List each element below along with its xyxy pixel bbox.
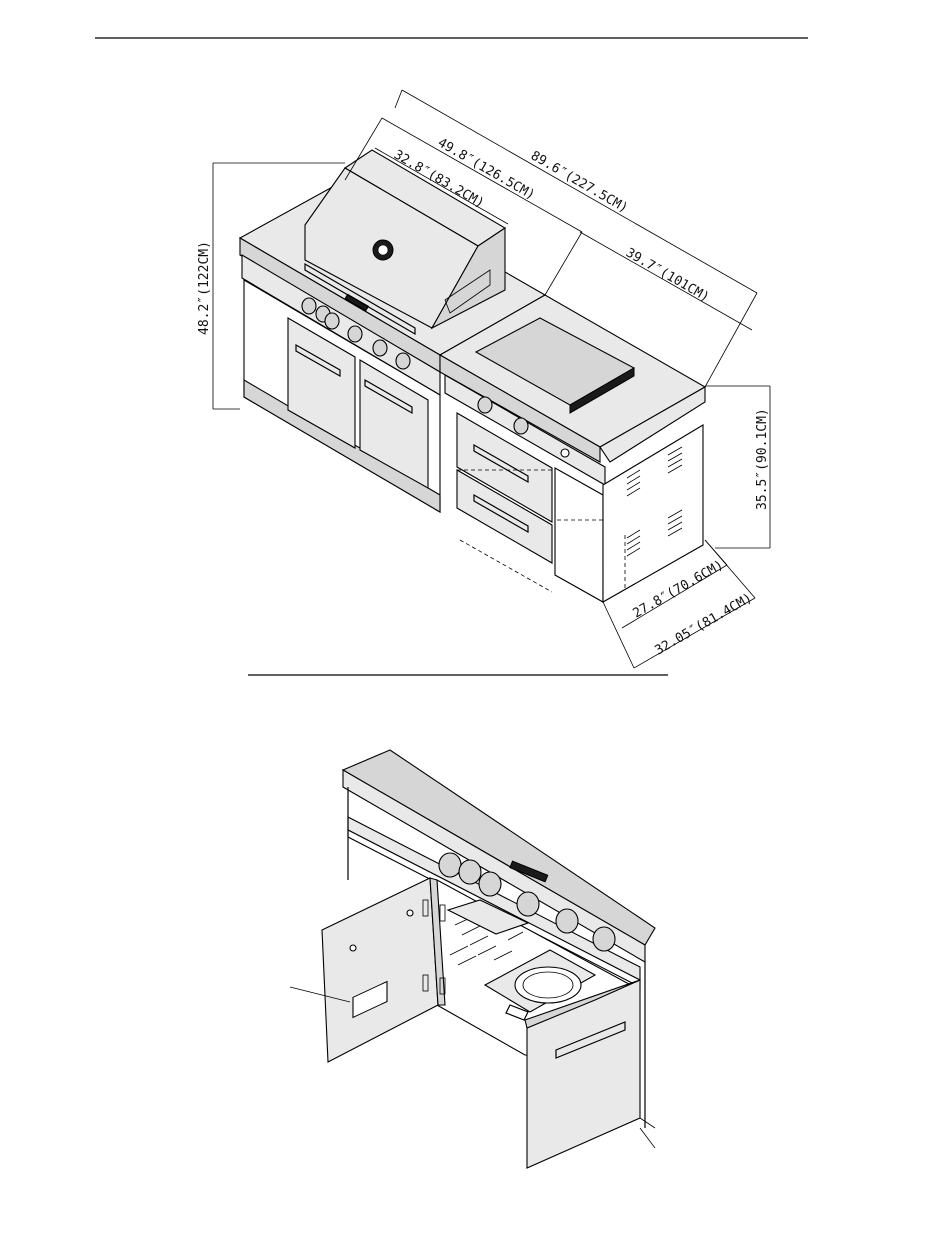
knob-b5 (556, 909, 578, 933)
knob-b2 (459, 860, 481, 884)
knob-1 (302, 298, 316, 314)
door-hole-1 (350, 945, 356, 951)
open-door (322, 878, 438, 1062)
dim-counter-height: 35.5″(90.1CM) (755, 408, 770, 510)
side-cabinet-front (555, 468, 603, 602)
knob-b3 (479, 872, 501, 896)
knob-4 (348, 326, 362, 342)
knob-b6 (593, 927, 615, 951)
dim-overall-width: 89.6″(227.5CM) (528, 148, 630, 216)
knob-b1 (439, 853, 461, 877)
dim-side-section-width: 39.7″(101CM) (623, 245, 712, 305)
side-knob-1 (478, 397, 492, 413)
knob-6 (396, 353, 410, 369)
knob-5 (373, 340, 387, 356)
door-hole-2 (407, 910, 413, 916)
cabinet-open-view (290, 750, 655, 1168)
dim-total-height: 48.2″(122CM) (197, 241, 212, 335)
island-dimension-view: 89.6″(227.5CM) 49.8″(126.5CM) 32.8″(83.2… (197, 90, 770, 668)
ignition-button (561, 449, 569, 457)
side-knob-2 (514, 418, 528, 434)
knob-3 (325, 313, 339, 329)
knob-b4 (517, 892, 539, 916)
